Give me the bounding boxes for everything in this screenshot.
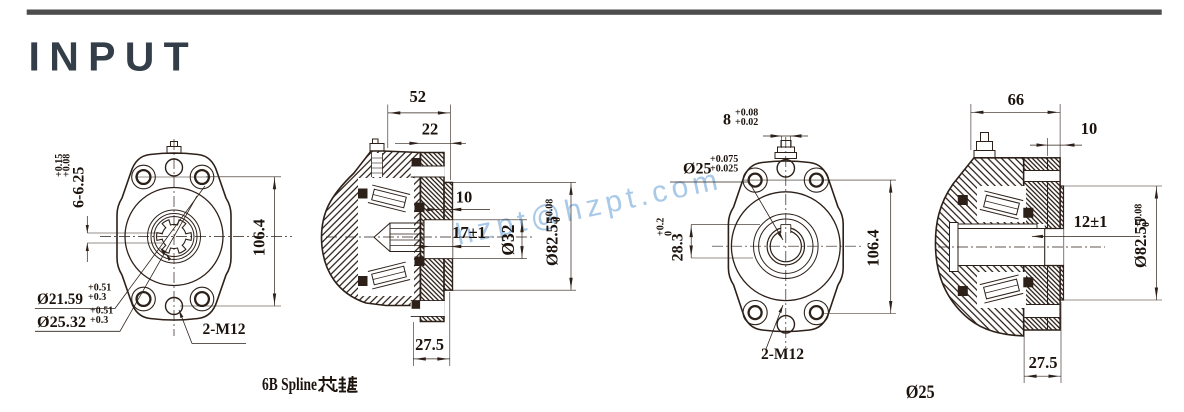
svg-text:Ø25: Ø25 (906, 382, 935, 403)
svg-text:+0.08: +0.08 (62, 154, 73, 177)
svg-text:0: 0 (664, 231, 675, 236)
svg-text:0: 0 (552, 217, 563, 222)
svg-text:Ø82.55: Ø82.55 (543, 216, 562, 266)
svg-text:27.5: 27.5 (415, 335, 444, 354)
svg-text:Ø25: Ø25 (683, 161, 711, 178)
svg-text:+0.3: +0.3 (88, 292, 106, 303)
svg-text:+0.025: +0.025 (710, 164, 738, 175)
svg-text:+0.51: +0.51 (88, 283, 111, 294)
svg-text:Ø82.55: Ø82.55 (1131, 218, 1150, 268)
svg-text:6-6.25: 6-6.25 (71, 167, 88, 208)
svg-text:10: 10 (456, 188, 473, 207)
svg-text:66: 66 (1008, 90, 1025, 109)
svg-text:27.5: 27.5 (1029, 353, 1058, 372)
svg-text:+0.15: +0.15 (54, 154, 65, 177)
svg-text:+0.2: +0.2 (656, 218, 667, 236)
svg-text:0: 0 (1141, 222, 1152, 227)
svg-text:52: 52 (409, 87, 426, 106)
svg-text:+0.075: +0.075 (710, 154, 738, 165)
svg-text:+0.08: +0.08 (545, 199, 556, 222)
svg-text:17±1: 17±1 (452, 223, 486, 242)
svg-text:Ø25.32: Ø25.32 (37, 314, 86, 331)
svg-text:28.3: 28.3 (670, 233, 687, 261)
svg-text:22: 22 (422, 120, 439, 139)
svg-text:10: 10 (1081, 119, 1098, 138)
svg-text:Ø32: Ø32 (498, 224, 518, 255)
svg-text:2-M12: 2-M12 (202, 321, 245, 338)
svg-text:+0.51: +0.51 (90, 306, 113, 317)
svg-text:+0.02: +0.02 (735, 117, 758, 128)
svg-text:INPUT: INPUT (29, 34, 199, 80)
svg-text:Ø21.59: Ø21.59 (37, 291, 83, 308)
svg-text:+0.08: +0.08 (1134, 204, 1145, 227)
svg-text:6B Spline: 6B Spline (262, 374, 317, 394)
svg-text:2-M12: 2-M12 (761, 346, 804, 363)
svg-text:106.4: 106.4 (864, 229, 883, 266)
svg-text:8: 8 (723, 112, 731, 129)
svg-text:+0.08: +0.08 (735, 108, 758, 119)
svg-text:+0.3: +0.3 (90, 315, 108, 326)
svg-text:106.4: 106.4 (250, 219, 269, 256)
svg-text:12±1: 12±1 (1074, 212, 1108, 231)
